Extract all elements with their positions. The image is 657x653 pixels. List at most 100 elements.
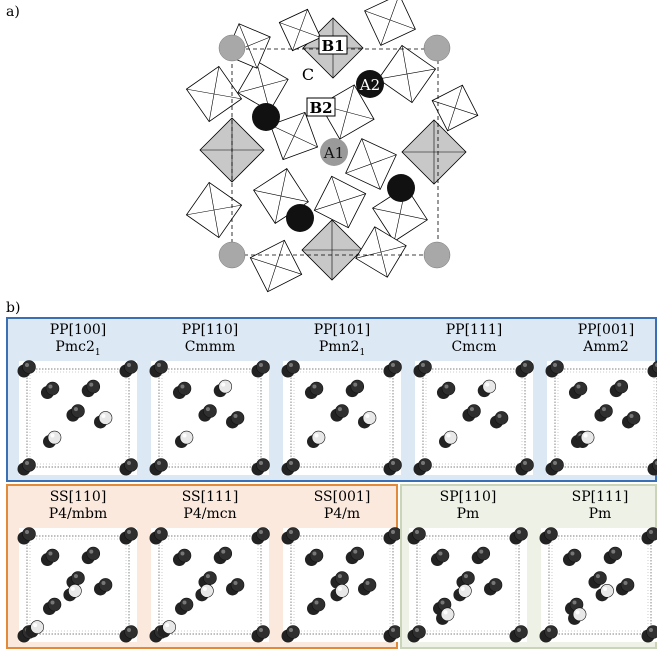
octahedron: [185, 181, 243, 239]
dark-atom: [40, 381, 60, 400]
dark-atom: [345, 379, 365, 398]
atom-a1: [320, 138, 348, 166]
dark-atom: [226, 411, 245, 429]
site-label-c: C: [302, 65, 314, 84]
structure-cell-pp100: PP[100]Pmc21: [12, 319, 144, 480]
dark-atom: [251, 625, 270, 643]
dark-atom: [330, 404, 349, 422]
dark-atom: [251, 527, 270, 545]
group-box-sp: SP[110]Pm SP[111]Pm: [400, 484, 657, 649]
dark-atom: [304, 381, 324, 400]
dark-atom: [149, 360, 168, 378]
octahedron: [301, 219, 363, 281]
svg-text:B2: B2: [309, 99, 332, 117]
dark-atom: [17, 360, 36, 378]
dark-atom: [149, 458, 168, 476]
unit-cell-outline: [231, 48, 439, 256]
group-box-ss: SS[110]P4/mbm SS[111]P4/mcn SS[001]P4/m: [6, 484, 402, 649]
cell-structure-view: [281, 527, 402, 643]
dark-atom: [387, 174, 415, 202]
dark-atom: [251, 458, 270, 476]
dark-atom: [17, 527, 36, 545]
cell-structure-view: [281, 360, 402, 476]
dark-atom: [40, 548, 60, 567]
structure-cell-ss110: SS[110]P4/mbm: [12, 486, 144, 647]
octahedron: [185, 65, 243, 123]
octahedron: [237, 60, 289, 112]
dark-atom: [430, 548, 450, 567]
light-atom: [595, 584, 614, 602]
cell-label: SS[001]: [313, 489, 371, 505]
cell-label: PP[110]: [181, 322, 239, 338]
space-group-label: Amm2: [583, 339, 629, 355]
space-group-label: P4/m: [323, 506, 361, 522]
dark-atom: [383, 527, 402, 545]
light-atom: [439, 430, 458, 449]
dark-atom: [81, 546, 101, 565]
dark-atom: [198, 404, 217, 422]
space-group-label: P4/mbm: [48, 506, 108, 522]
cell-label: SS[111]: [181, 489, 239, 505]
cell-structure-view: [149, 360, 270, 476]
cell-structure-view: [17, 360, 138, 476]
cell-label: SP[111]: [571, 489, 629, 505]
octahedron: [313, 175, 367, 229]
dark-atom: [281, 458, 300, 476]
site-label-b1: B1: [318, 35, 348, 55]
dark-atom: [484, 578, 503, 596]
octahedron: [431, 84, 479, 132]
dark-atom: [515, 360, 534, 378]
dark-atom: [172, 381, 192, 400]
structure-cell-pp111: PP[111]Cmcm: [408, 319, 540, 480]
dark-atom: [545, 458, 564, 476]
structure-cell-pp101: PP[101]Pmn21: [276, 319, 408, 480]
dark-atom: [251, 360, 270, 378]
cell-structure-view: [407, 527, 528, 643]
dark-atom: [213, 546, 233, 565]
panel-b-label: b): [6, 300, 21, 316]
light-atom: [453, 584, 472, 602]
octahedron: [269, 111, 319, 161]
light-atom: [25, 620, 44, 638]
dark-atom: [119, 625, 138, 643]
dark-atom: [119, 360, 138, 378]
space-group-label: P4/mcn: [183, 506, 237, 522]
light-atom: [43, 430, 62, 449]
structure-cell-sp110: SP[110]Pm: [402, 486, 534, 647]
light-atom: [157, 620, 176, 638]
dark-atom: [515, 458, 534, 476]
dark-atom: [175, 597, 194, 616]
dark-atom: [281, 527, 300, 545]
cell-structure-view: [539, 527, 657, 643]
atom-a2: [356, 70, 384, 98]
dark-atom: [383, 458, 402, 476]
dark-atom: [286, 204, 314, 232]
space-group-label: Cmmm: [184, 339, 236, 355]
dark-atom: [358, 578, 377, 596]
dark-atom: [594, 404, 613, 422]
space-group-label: Pmn21: [318, 339, 366, 358]
svg-text:B1: B1: [321, 37, 344, 55]
dark-atom: [509, 625, 528, 643]
dark-atom: [149, 527, 168, 545]
dark-atom: [568, 381, 588, 400]
cell-label: PP[001]: [577, 322, 635, 338]
dark-atom: [307, 597, 326, 616]
dark-atom: [603, 546, 623, 565]
light-atom: [358, 411, 377, 429]
light-atom: [213, 379, 233, 398]
dark-atom: [17, 458, 36, 476]
cell-label: PP[100]: [49, 322, 107, 338]
dark-atom: [304, 548, 324, 567]
cell-label: SS[110]: [49, 489, 107, 505]
dark-atom: [641, 625, 657, 643]
dark-atom: [281, 625, 300, 643]
dark-atom: [622, 411, 641, 429]
octahedron: [249, 239, 303, 293]
space-group-label: Pm: [588, 506, 612, 522]
space-group-label: Pmc21: [55, 339, 101, 358]
panel-a-label: a): [6, 4, 20, 20]
dark-atom: [539, 527, 558, 545]
